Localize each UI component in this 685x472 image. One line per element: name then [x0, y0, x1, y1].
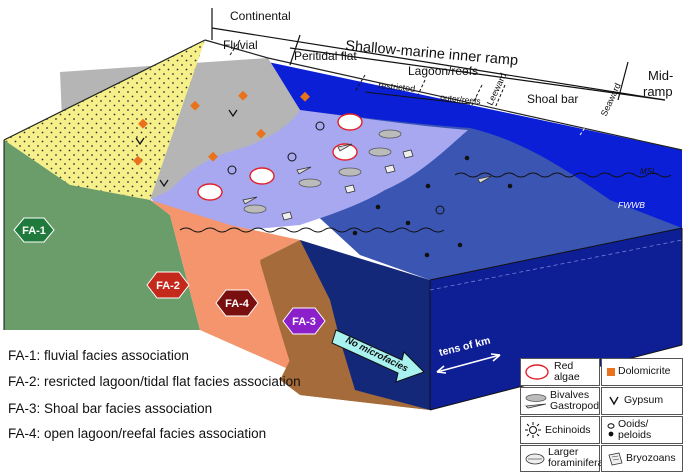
- key-fa3: FA-3: Shoal bar facies association: [8, 401, 213, 416]
- gypsum-symbols: [135, 109, 238, 188]
- lagoon-label: Lagoon/reefs: [408, 64, 478, 78]
- fa1-tag-label: FA-1: [22, 225, 46, 237]
- fa3-tag-label: FA-3: [292, 316, 316, 328]
- fluvial-label: Fluvial: [223, 38, 258, 52]
- echinoid-icon: [525, 422, 541, 438]
- legend-ooids-label-1: Ooids/: [618, 418, 649, 430]
- msl-label: MSL: [640, 167, 656, 176]
- key-fa1: FA-1: fluvial facies association: [8, 348, 189, 363]
- leeward-label: Leeward: [485, 71, 509, 107]
- bryozoan-icon: [608, 452, 623, 466]
- legend-foram-label-2: foraminifera: [548, 457, 604, 469]
- key-fa4: FA-4: open lagoon/reefal facies associat…: [8, 426, 267, 441]
- legend-gastropod-label: Gastropod: [550, 400, 600, 412]
- legend-gypsum: Gypsum: [601, 387, 683, 415]
- restricted-label: restricted: [378, 80, 416, 94]
- fa2-tag: [146, 271, 190, 299]
- legend-red-algae-label-1: Red: [554, 360, 574, 372]
- seaward-label: Seaward: [599, 81, 623, 117]
- legend-gypsum-label: Gypsum: [624, 394, 664, 406]
- legend-ooids: Ooids/ peloids: [601, 416, 683, 444]
- legend-ooids-label-2: peloids: [618, 429, 652, 441]
- ooid-icon: [607, 423, 615, 437]
- legend-dolomicrite: Dolomicrite: [601, 358, 683, 386]
- fa4-tag-label: FA-4: [225, 298, 250, 310]
- echinoid-symbols: [227, 121, 445, 215]
- dolomicrite-symbols: [133, 90, 310, 166]
- fa1-tag: [13, 217, 55, 243]
- legend-echinoids: Echinoids: [520, 416, 600, 444]
- legend-red-algae: Red algae: [520, 358, 600, 386]
- dolomicrite-icon: [607, 368, 615, 376]
- fa3-tag: [282, 307, 326, 335]
- legend-larger-foraminifera: Larger foraminifera: [520, 445, 604, 472]
- red-algae-icon: [525, 364, 549, 380]
- foram-symbols: [242, 143, 493, 205]
- fwwb-label: FWWB: [618, 200, 645, 210]
- no-microfacies-arrow: [331, 329, 425, 383]
- foram-icon: [525, 453, 545, 465]
- legend-dolomicrite-label: Dolomicrite: [618, 365, 671, 377]
- legend-red-algae-label-2: algae: [554, 371, 580, 383]
- front-face-fa2: [150, 200, 300, 372]
- fa4-tag: [215, 289, 259, 317]
- outer-reefs-label: outer/reefs: [440, 92, 481, 106]
- mid-ramp-label-1: Mid-: [648, 68, 673, 83]
- wavy-line-right: [454, 172, 672, 178]
- legend-bivalves: Bivalves Gastropod: [520, 387, 600, 415]
- legend-bryozoans: Bryozoans: [601, 445, 683, 472]
- mid-ramp-label-2: ramp: [643, 84, 673, 99]
- fa2-tag-label: FA-2: [156, 280, 180, 292]
- scale-arrow: [436, 354, 501, 373]
- gypsum-icon: [609, 396, 619, 406]
- right-side-face: [430, 228, 682, 410]
- bivalve-symbols: [243, 129, 402, 214]
- bivalve-icon: [525, 394, 547, 409]
- key-fa2: FA-2: resricted lagoon/tidal flat facies…: [8, 374, 301, 389]
- ooid-symbols: [352, 155, 513, 258]
- bryozoan-symbols: [281, 149, 414, 221]
- legend-foram-label-1: Larger: [548, 446, 579, 458]
- legend-echinoids-label: Echinoids: [545, 424, 591, 436]
- legend-bryozoans-label: Bryozoans: [626, 452, 676, 464]
- wavy-line-upper: [179, 227, 445, 233]
- shoal-bar-label: Shoal bar: [527, 92, 578, 106]
- continental-label: Continental: [230, 9, 291, 23]
- peritidal-label: Peritidal flat: [294, 49, 357, 63]
- fluvial-surface: [4, 40, 205, 200]
- legend-bivalves-label: Bivalves: [550, 389, 590, 401]
